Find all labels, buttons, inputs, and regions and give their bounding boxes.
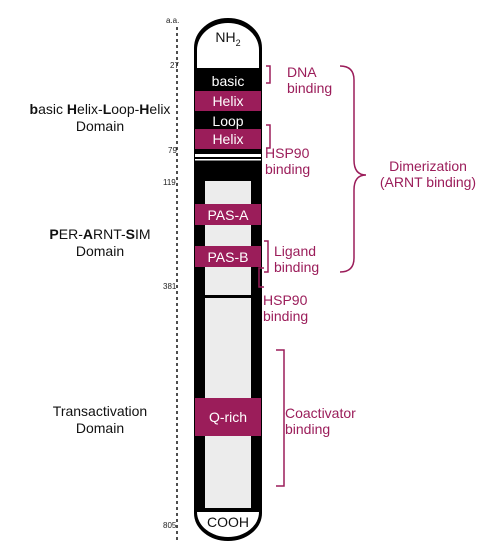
q-rich-segment	[195, 398, 261, 436]
pas-domain-line1: PER-ARNT-SIM	[49, 226, 151, 242]
bhlh-domain-line1: basic Helix-Loop-Helix	[29, 101, 171, 117]
dimerization-line1: Dimerization	[389, 158, 467, 174]
pas-domain-label: PER-ARNT-SIM Domain	[20, 226, 180, 260]
pas-inner-region	[205, 181, 251, 295]
hsp90-binding-bracket-2	[258, 267, 264, 288]
hsp90-binding-2-line1: HSP90	[263, 292, 308, 308]
ligand-binding-label: Ligand binding	[274, 243, 319, 275]
q-rich-segment-label: Q-rich	[208, 409, 248, 425]
scale-unit-label: a.a.	[166, 16, 180, 25]
hsp90-binding-2-line2: binding	[263, 308, 309, 324]
ligand-binding-line1: Ligand	[274, 243, 317, 259]
boundary-79	[195, 154, 261, 157]
ligand-binding-line2: binding	[274, 259, 320, 275]
boundary-79b	[195, 159, 261, 161]
basic-segment-label: basic	[211, 73, 245, 89]
helix2-segment	[195, 129, 261, 149]
position-119: 119	[163, 178, 176, 187]
hsp90-binding-label-2: HSP90 binding	[263, 292, 308, 324]
coactivator-binding-line1: Coactivator	[285, 405, 356, 421]
trans-domain-line1: Transactivation	[52, 403, 148, 419]
dna-binding-bracket	[266, 65, 271, 84]
dna-binding-label: DNA binding	[287, 64, 332, 96]
hsp90-binding-label-1: HSP90 binding	[265, 145, 310, 177]
c-terminus-label: COOH	[207, 514, 249, 530]
c-terminal-cap	[197, 512, 259, 537]
n-terminus-label: NH2	[215, 29, 241, 48]
dimerization-label: Dimerization (ARNT binding)	[370, 158, 486, 190]
position-381: 381	[163, 282, 177, 291]
bhlh-domain-label: basic Helix-Loop-Helix Domain	[8, 101, 192, 135]
position-27: 27	[170, 61, 179, 70]
hsp90-binding-bracket-1	[266, 124, 271, 149]
helix1-segment-label: Helix	[212, 93, 244, 109]
pas-domain-line2: Domain	[75, 243, 125, 259]
position-805: 805	[163, 521, 177, 530]
trans-domain-label: Transactivation Domain	[30, 403, 170, 437]
pas-b-segment-label: PAS-B	[207, 249, 249, 265]
dimerization-line2: (ARNT binding)	[379, 174, 477, 190]
pas-a-segment-label: PAS-A	[207, 207, 249, 223]
hsp90-binding-1-line1: HSP90	[265, 145, 310, 161]
pas-a-segment	[195, 204, 261, 225]
n-terminus-subscript: 2	[235, 37, 241, 48]
hsp90-binding-1-line2: binding	[265, 161, 311, 177]
coactivator-binding-label: Coactivator binding	[285, 405, 356, 437]
coactivator-binding-bracket	[276, 349, 285, 487]
dimerization-brace	[339, 65, 367, 273]
coactivator-binding-line2: binding	[285, 421, 331, 437]
bhlh-domain-line2: Domain	[75, 118, 125, 134]
loop-segment-label: Loop	[212, 113, 244, 129]
dna-binding-line1: DNA	[287, 64, 317, 80]
pas-b-segment	[195, 246, 261, 267]
ligand-binding-bracket	[264, 240, 269, 273]
position-79: 79	[168, 146, 177, 155]
dna-binding-line2: binding	[287, 80, 333, 96]
n-terminal-cap	[197, 23, 259, 68]
trans-domain-line2: Domain	[75, 420, 125, 436]
helix2-segment-label: Helix	[212, 131, 244, 147]
helix1-segment	[195, 91, 261, 111]
